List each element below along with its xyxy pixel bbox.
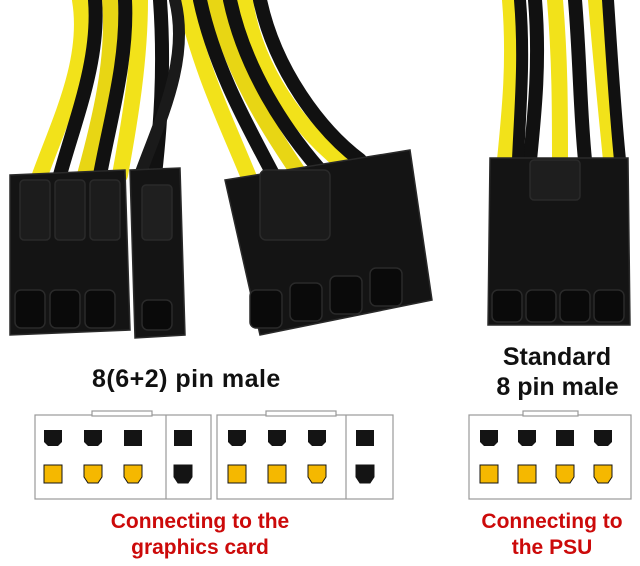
pin-row-bottom	[227, 464, 375, 484]
pin-row-bottom	[479, 464, 613, 484]
wires	[32, 0, 626, 188]
pcie-8pin-pin-diagram	[216, 410, 394, 500]
pin-row-top	[480, 430, 612, 446]
cable-connectors-photo	[9, 0, 631, 339]
psu-caption-line2: the PSU	[511, 536, 593, 559]
pin-row-top	[44, 430, 192, 446]
pcie-connector-label: 8(6+2) pin male	[92, 365, 281, 393]
pin-row-bottom	[43, 464, 193, 484]
psu-connector-label-line1: Standard	[502, 343, 612, 371]
pcie-2pin-connector	[129, 167, 186, 339]
pin-row-top	[228, 430, 374, 446]
psu-8pin-connector	[487, 157, 631, 326]
pcie-8pin-connector	[224, 149, 433, 336]
pcie-6pin-connector	[9, 169, 131, 336]
psu-8pin-pin-diagram	[468, 410, 632, 500]
gpu-caption-line1: Connecting to the	[110, 510, 290, 533]
pcie-6pin-pin-diagram	[34, 410, 212, 500]
psu-caption-line1: Connecting to	[481, 510, 623, 533]
gpu-caption-line2: graphics card	[131, 536, 269, 559]
psu-connector-label-line2: 8 pin male	[496, 373, 619, 401]
